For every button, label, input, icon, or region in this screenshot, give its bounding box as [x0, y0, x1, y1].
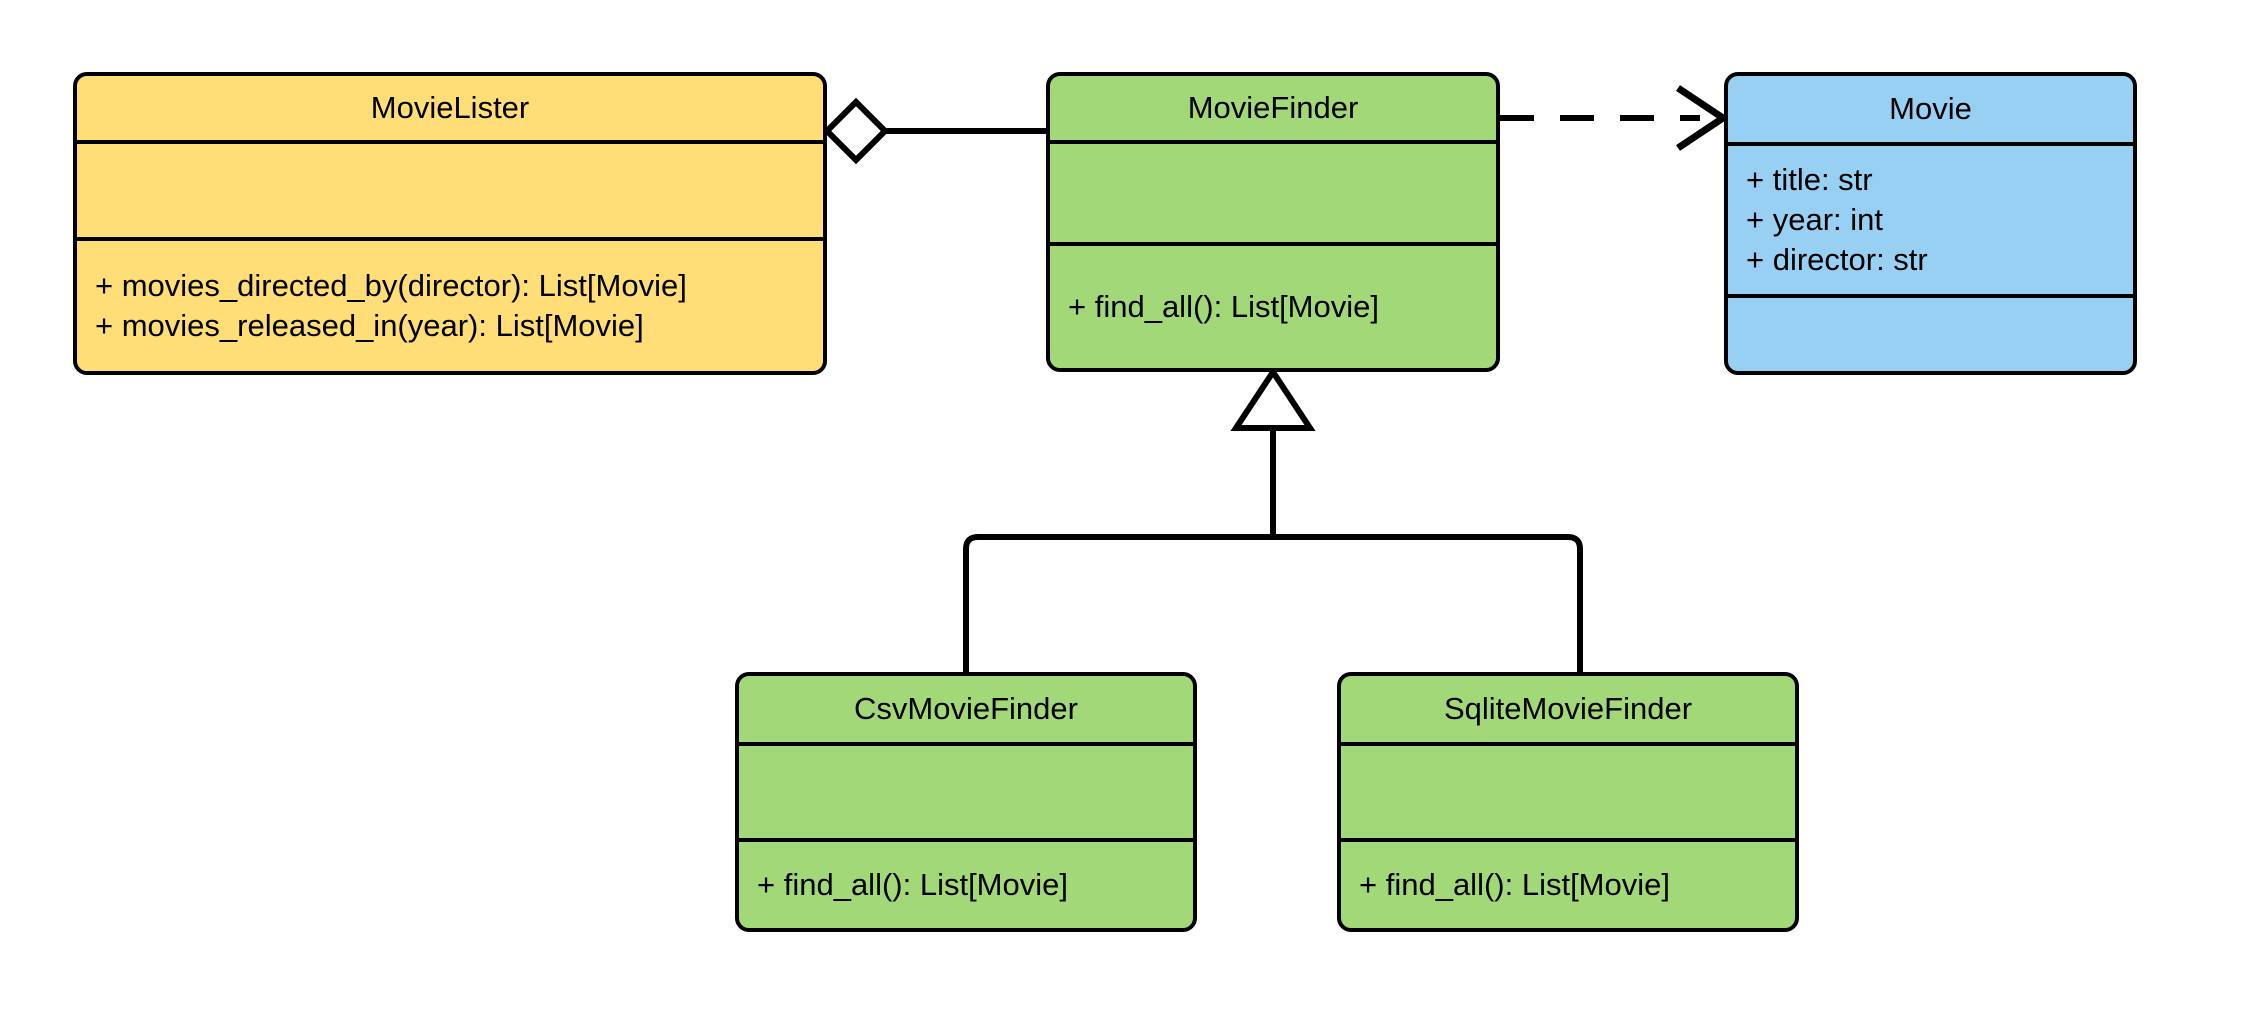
class-box-csv-movie-finder[interactable]: CsvMovieFinder + find_all(): List[Movie] [735, 672, 1197, 932]
attribute-item: + year: int [1746, 201, 1883, 237]
class-methods-compartment: + find_all(): List[Movie] [1341, 842, 1795, 928]
hollow-triangle-icon [1230, 366, 1316, 431]
class-methods-compartment [1728, 298, 2133, 371]
generalization-branch-bar [963, 534, 1583, 672]
class-name-compartment: CsvMovieFinder [739, 676, 1193, 746]
class-name-label: MovieLister [370, 89, 530, 125]
class-name-compartment: MovieLister [77, 76, 823, 144]
generalization-edge-tree [963, 366, 1583, 672]
class-name-label: SqliteMovieFinder [1443, 690, 1693, 726]
class-box-sqlite-movie-finder[interactable]: SqliteMovieFinder + find_all(): List[Mov… [1337, 672, 1799, 932]
class-attributes-compartment [77, 144, 823, 241]
method-item: + find_all(): List[Movie] [757, 866, 1068, 902]
attribute-item: + director: str [1746, 242, 1928, 278]
class-name-compartment: MovieFinder [1050, 76, 1496, 144]
dependency-edge-moviefinder-movie [1500, 85, 1730, 151]
class-box-movie[interactable]: Movie + title: str + year: int + directo… [1724, 72, 2137, 375]
class-attributes-compartment [739, 746, 1193, 842]
class-name-label: Movie [1889, 90, 1972, 126]
class-box-movie-finder[interactable]: MovieFinder + find_all(): List[Movie] [1046, 72, 1500, 372]
hollow-diamond-icon [822, 97, 890, 165]
class-attributes-compartment [1050, 144, 1496, 246]
class-name-compartment: Movie [1728, 76, 2133, 146]
method-item: + find_all(): List[Movie] [1068, 288, 1379, 324]
class-methods-compartment: + find_all(): List[Movie] [1050, 246, 1496, 368]
class-name-label: MovieFinder [1187, 89, 1359, 125]
class-methods-compartment: + movies_directed_by(director): List[Mov… [77, 241, 823, 371]
class-name-compartment: SqliteMovieFinder [1341, 676, 1795, 746]
open-arrowhead-icon [1676, 85, 1730, 151]
class-attributes-compartment [1341, 746, 1795, 842]
method-item: + find_all(): List[Movie] [1359, 866, 1670, 902]
class-name-label: CsvMovieFinder [854, 690, 1078, 726]
class-attributes-compartment: + title: str + year: int + director: str [1728, 146, 2133, 298]
class-box-movie-lister[interactable]: MovieLister + movies_directed_by(directo… [73, 72, 827, 375]
class-methods-compartment: + find_all(): List[Movie] [739, 842, 1193, 928]
method-item: + movies_directed_by(director): List[Mov… [95, 267, 687, 303]
method-item: + movies_released_in(year): List[Movie] [95, 308, 644, 343]
attribute-item: + title: str [1746, 161, 1873, 197]
aggregation-edge-movielister-moviefinder [822, 97, 1046, 165]
